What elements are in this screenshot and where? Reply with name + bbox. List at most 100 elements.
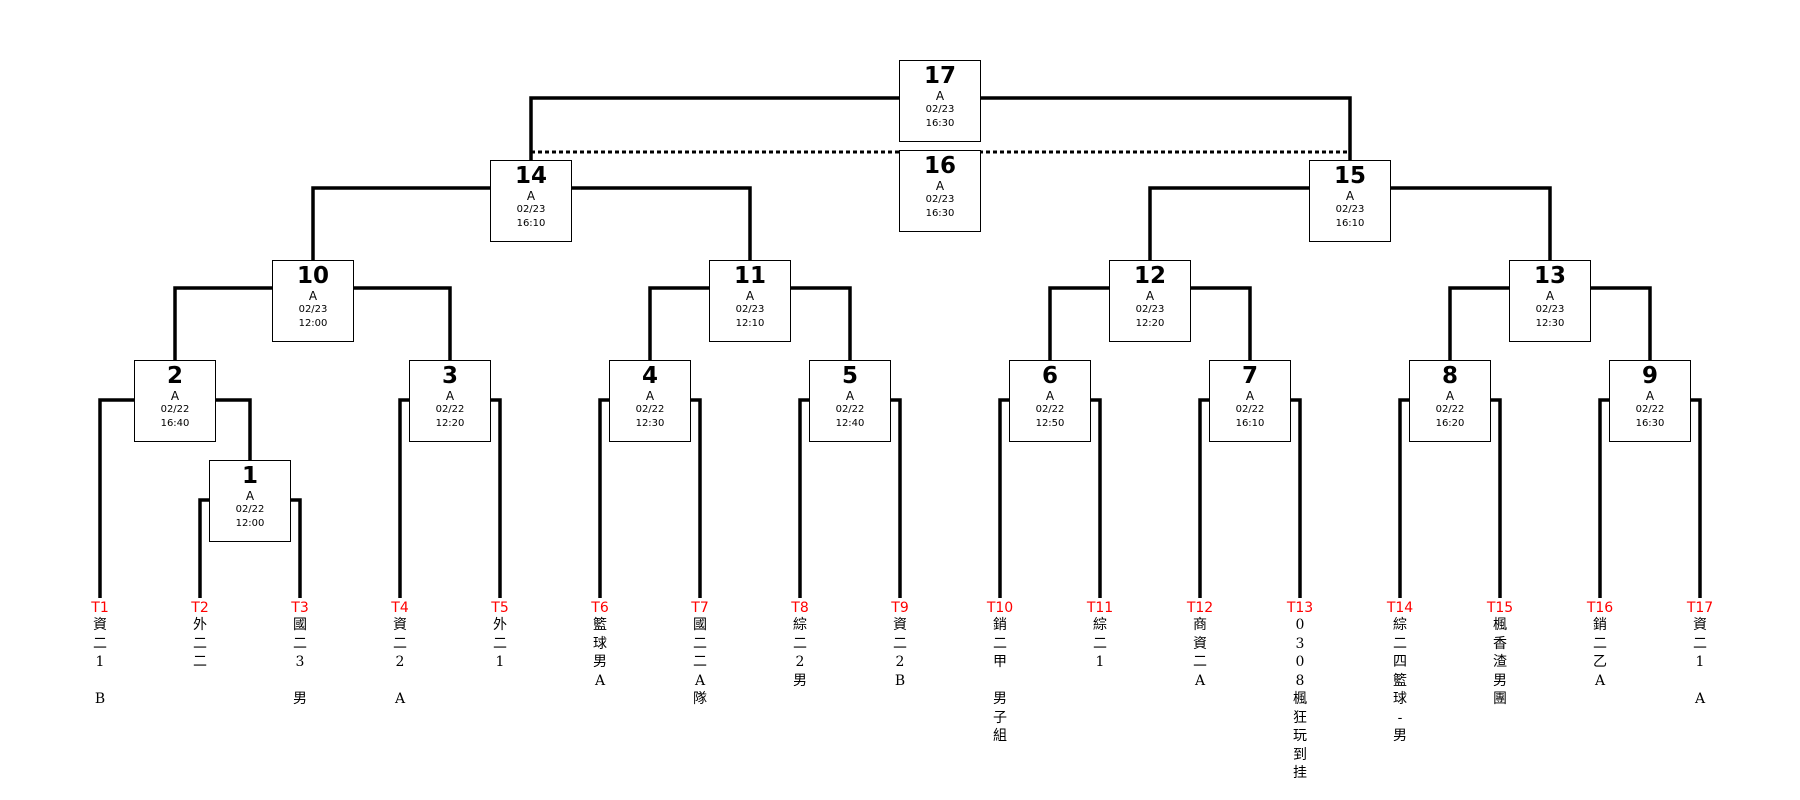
leaf-line-8: [1398, 398, 1409, 598]
match-number: 2: [166, 363, 183, 389]
team-id: T17: [1686, 600, 1714, 616]
team-name: 國 二 二 A 隊: [693, 617, 707, 707]
match-time: 16:10: [1235, 418, 1265, 429]
team-id: T10: [986, 600, 1014, 616]
match-time: 16:30: [925, 208, 955, 219]
match-number: 3: [441, 363, 458, 389]
team-id: T7: [691, 600, 709, 616]
match-number: 10: [296, 263, 329, 289]
match-number: 8: [1441, 363, 1458, 389]
match-time: 16:20: [1435, 418, 1465, 429]
team-id: T9: [891, 600, 909, 616]
team-id: T3: [291, 600, 309, 616]
team-name: 資 二 2 A: [393, 617, 407, 707]
match-court: A: [445, 389, 455, 403]
match-number: 11: [733, 263, 766, 289]
match-number: 13: [1533, 263, 1566, 289]
match-time: 12:10: [735, 318, 765, 329]
team-name: 外 二 1: [493, 617, 507, 670]
match-number: 16: [923, 153, 956, 179]
bracket-connector-13: [1448, 286, 1509, 360]
match-court: A: [1445, 389, 1455, 403]
match-number: 5: [841, 363, 858, 389]
team-id: T4: [391, 600, 409, 616]
match-date: 02/22: [1435, 404, 1465, 415]
leaf-line-3: [398, 398, 409, 598]
match-date: 02/23: [735, 304, 765, 315]
bracket-connector-15: [1148, 186, 1309, 260]
leaf-line-7: [1291, 398, 1302, 598]
team-name: 綜 二 2 男: [793, 617, 807, 689]
leaf-line-3: [491, 398, 502, 598]
match-time: 12:00: [298, 318, 328, 329]
match-court: A: [245, 489, 255, 503]
match-time: 12:20: [435, 418, 465, 429]
match-date: 02/22: [835, 404, 865, 415]
match-time: 16:10: [1335, 218, 1365, 229]
match-court: A: [1545, 289, 1555, 303]
match-number: 4: [641, 363, 658, 389]
match-court: A: [1245, 389, 1255, 403]
bracket-connector-14: [572, 186, 752, 260]
match-court: A: [1145, 289, 1155, 303]
match-number: 14: [514, 163, 547, 189]
team-name: 銷 二 甲 男 子 組: [993, 617, 1007, 744]
bracket-connector-14: [311, 186, 490, 260]
match-date: 02/22: [160, 404, 190, 415]
leaf-line-2: [98, 398, 134, 598]
leaf-line-7: [1198, 398, 1209, 598]
match-court: A: [526, 189, 536, 203]
match-time: 12:40: [835, 418, 865, 429]
team-id: T5: [491, 600, 509, 616]
leaf-line-4: [691, 398, 702, 598]
team-name: 外 二 二: [193, 617, 207, 670]
bracket-connector-11: [791, 286, 852, 360]
bracket-connector-15: [1391, 186, 1552, 260]
leaf-line-1: [198, 498, 209, 598]
team-name: 資 二 2 B: [893, 617, 907, 689]
bracket-connector-10: [354, 286, 452, 360]
leaf-line-5: [891, 398, 902, 598]
match-date: 02/23: [298, 304, 328, 315]
match-time: 12:30: [635, 418, 665, 429]
match-number: 12: [1133, 263, 1166, 289]
match-date: 02/23: [1535, 304, 1565, 315]
match-court: A: [935, 179, 945, 193]
match-date: 02/22: [1035, 404, 1065, 415]
team-name: 資 二 1 A: [1693, 617, 1707, 707]
bracket-connector-13: [1591, 286, 1652, 360]
match-time: 16:10: [516, 218, 546, 229]
leaf-line-4: [598, 398, 609, 598]
match-court: A: [645, 389, 655, 403]
match-number: 15: [1333, 163, 1366, 189]
team-id: T15: [1486, 600, 1514, 616]
team-id: T2: [191, 600, 209, 616]
match-time: 16:30: [925, 118, 955, 129]
team-name: 商 資 二 A: [1193, 617, 1207, 689]
bracket-connector-12: [1191, 286, 1252, 360]
match-time: 12:50: [1035, 418, 1065, 429]
leaf-line-9: [1691, 398, 1702, 598]
